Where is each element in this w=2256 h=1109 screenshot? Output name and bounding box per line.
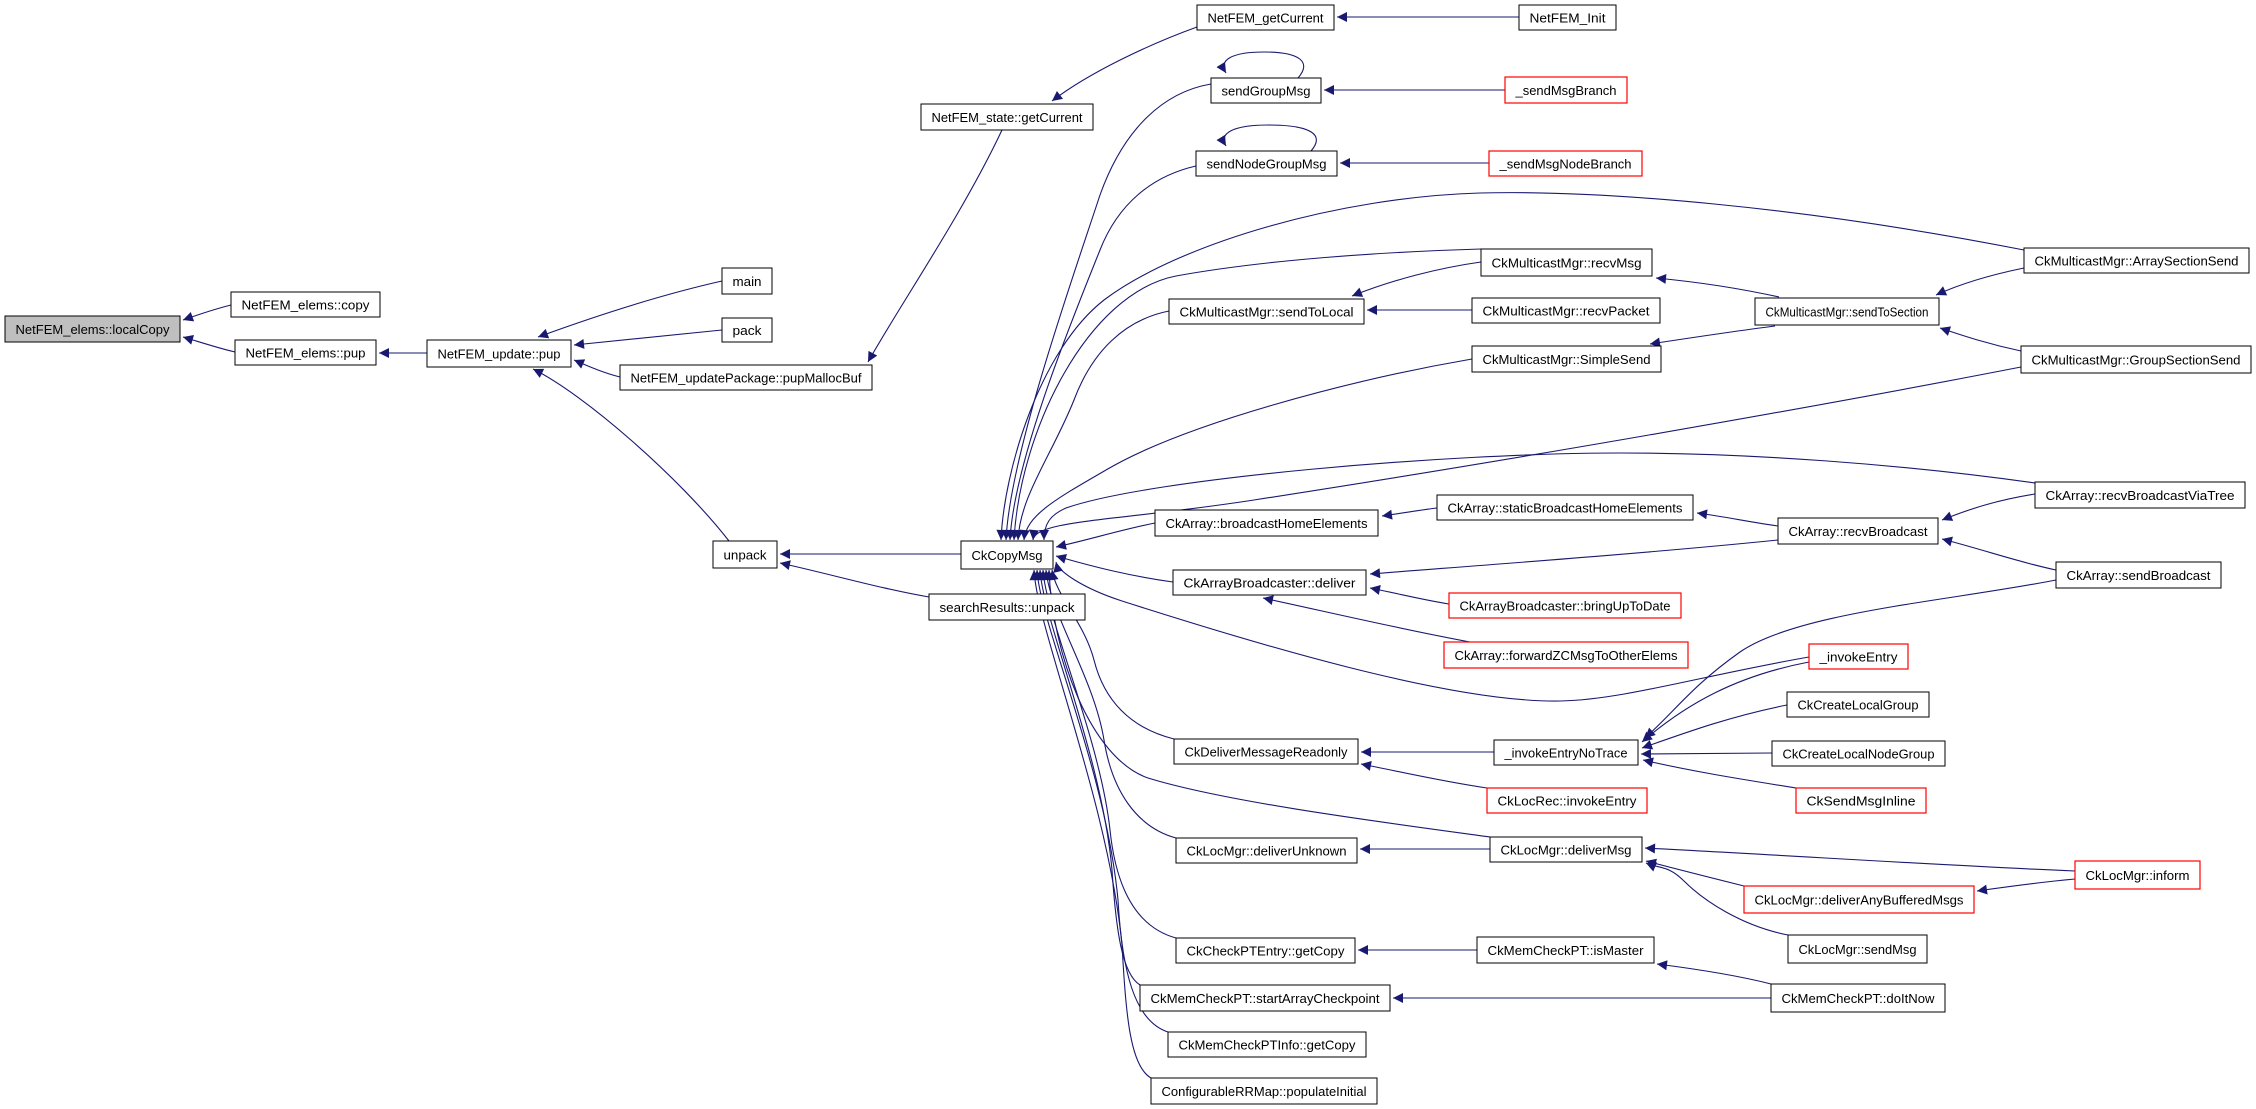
svg-text:CkCreateLocalGroup: CkCreateLocalGroup [1798, 697, 1919, 712]
svg-text:searchResults::unpack: searchResults::unpack [940, 600, 1075, 615]
svg-text:CkMemCheckPTInfo::getCopy: CkMemCheckPTInfo::getCopy [1179, 1037, 1356, 1052]
svg-text:CkLocMgr::deliverUnknown: CkLocMgr::deliverUnknown [1187, 843, 1347, 858]
svg-text:CkMulticastMgr::SimpleSend: CkMulticastMgr::SimpleSend [1483, 352, 1651, 367]
svg-text:CkMulticastMgr::recvMsg: CkMulticastMgr::recvMsg [1492, 255, 1642, 270]
svg-text:CkCreateLocalNodeGroup: CkCreateLocalNodeGroup [1783, 746, 1935, 761]
svg-text:CkMulticastMgr::ArraySectionSe: CkMulticastMgr::ArraySectionSend [2035, 253, 2239, 268]
svg-text:CkLocRec::invokeEntry: CkLocRec::invokeEntry [1498, 793, 1637, 808]
svg-text:main: main [733, 274, 762, 289]
svg-text:CkCopyMsg: CkCopyMsg [972, 548, 1043, 563]
svg-text:CkLocMgr::deliverAnyBufferedMs: CkLocMgr::deliverAnyBufferedMsgs [1755, 892, 1964, 907]
svg-text:CkMulticastMgr::recvPacket: CkMulticastMgr::recvPacket [1483, 303, 1650, 318]
svg-text:pack: pack [733, 323, 762, 338]
svg-text:NetFEM_Init: NetFEM_Init [1530, 10, 1606, 25]
svg-text:CkArray::staticBroadcastHomeEl: CkArray::staticBroadcastHomeElements [1448, 500, 1683, 515]
svg-text:CkSendMsgInline: CkSendMsgInline [1807, 793, 1916, 808]
svg-text:CkMemCheckPT::doItNow: CkMemCheckPT::doItNow [1782, 991, 1935, 1006]
svg-text:NetFEM_state::getCurrent: NetFEM_state::getCurrent [932, 110, 1083, 125]
svg-text:CkDeliverMessageReadonly: CkDeliverMessageReadonly [1185, 744, 1348, 759]
svg-text:unpack: unpack [724, 547, 767, 562]
svg-text:NetFEM_elems::localCopy: NetFEM_elems::localCopy [16, 322, 170, 337]
svg-text:_sendMsgNodeBranch: _sendMsgNodeBranch [1499, 156, 1632, 171]
svg-text:_sendMsgBranch: _sendMsgBranch [1515, 83, 1617, 98]
svg-text:CkMemCheckPT::startArrayCheckp: CkMemCheckPT::startArrayCheckpoint [1151, 991, 1380, 1006]
svg-text:CkLocMgr::inform: CkLocMgr::inform [2086, 868, 2190, 883]
svg-text:CkArray::recvBroadcast: CkArray::recvBroadcast [1789, 524, 1928, 539]
svg-text:NetFEM_elems::pup: NetFEM_elems::pup [246, 345, 366, 360]
svg-text:CkArrayBroadcaster::deliver: CkArrayBroadcaster::deliver [1184, 575, 1357, 590]
svg-text:CkLocMgr::deliverMsg: CkLocMgr::deliverMsg [1501, 842, 1632, 857]
svg-text:CkArray::forwardZCMsgToOtherEl: CkArray::forwardZCMsgToOtherElems [1455, 648, 1678, 663]
svg-text:CkMulticastMgr::GroupSectionSe: CkMulticastMgr::GroupSectionSend [2032, 352, 2241, 367]
svg-text:CkArray::sendBroadcast: CkArray::sendBroadcast [2067, 568, 2211, 583]
svg-text:CkMulticastMgr::sendToLocal: CkMulticastMgr::sendToLocal [1180, 304, 1354, 319]
svg-text:_invokeEntryNoTrace: _invokeEntryNoTrace [1504, 745, 1628, 760]
svg-text:sendGroupMsg: sendGroupMsg [1222, 83, 1311, 98]
svg-text:ConfigurableRRMap::populateIni: ConfigurableRRMap::populateInitial [1162, 1084, 1367, 1099]
svg-text:sendNodeGroupMsg: sendNodeGroupMsg [1207, 156, 1327, 171]
svg-text:CkArray::recvBroadcastViaTree: CkArray::recvBroadcastViaTree [2046, 488, 2235, 503]
svg-text:NetFEM_elems::copy: NetFEM_elems::copy [242, 297, 370, 312]
svg-text:NetFEM_getCurrent: NetFEM_getCurrent [1208, 10, 1324, 25]
svg-text:CkCheckPTEntry::getCopy: CkCheckPTEntry::getCopy [1187, 943, 1345, 958]
svg-text:_invokeEntry: _invokeEntry [1818, 649, 1897, 664]
svg-text:CkMemCheckPT::isMaster: CkMemCheckPT::isMaster [1488, 943, 1645, 958]
svg-text:NetFEM_update::pup: NetFEM_update::pup [438, 346, 561, 361]
svg-text:CkLocMgr::sendMsg: CkLocMgr::sendMsg [1799, 942, 1917, 957]
svg-text:CkMulticastMgr::sendToSection: CkMulticastMgr::sendToSection [1766, 304, 1929, 319]
svg-text:NetFEM_updatePackage::pupMallo: NetFEM_updatePackage::pupMallocBuf [631, 370, 862, 385]
svg-text:CkArrayBroadcaster::bringUpToD: CkArrayBroadcaster::bringUpToDate [1460, 598, 1671, 613]
svg-text:CkArray::broadcastHomeElements: CkArray::broadcastHomeElements [1166, 516, 1368, 531]
